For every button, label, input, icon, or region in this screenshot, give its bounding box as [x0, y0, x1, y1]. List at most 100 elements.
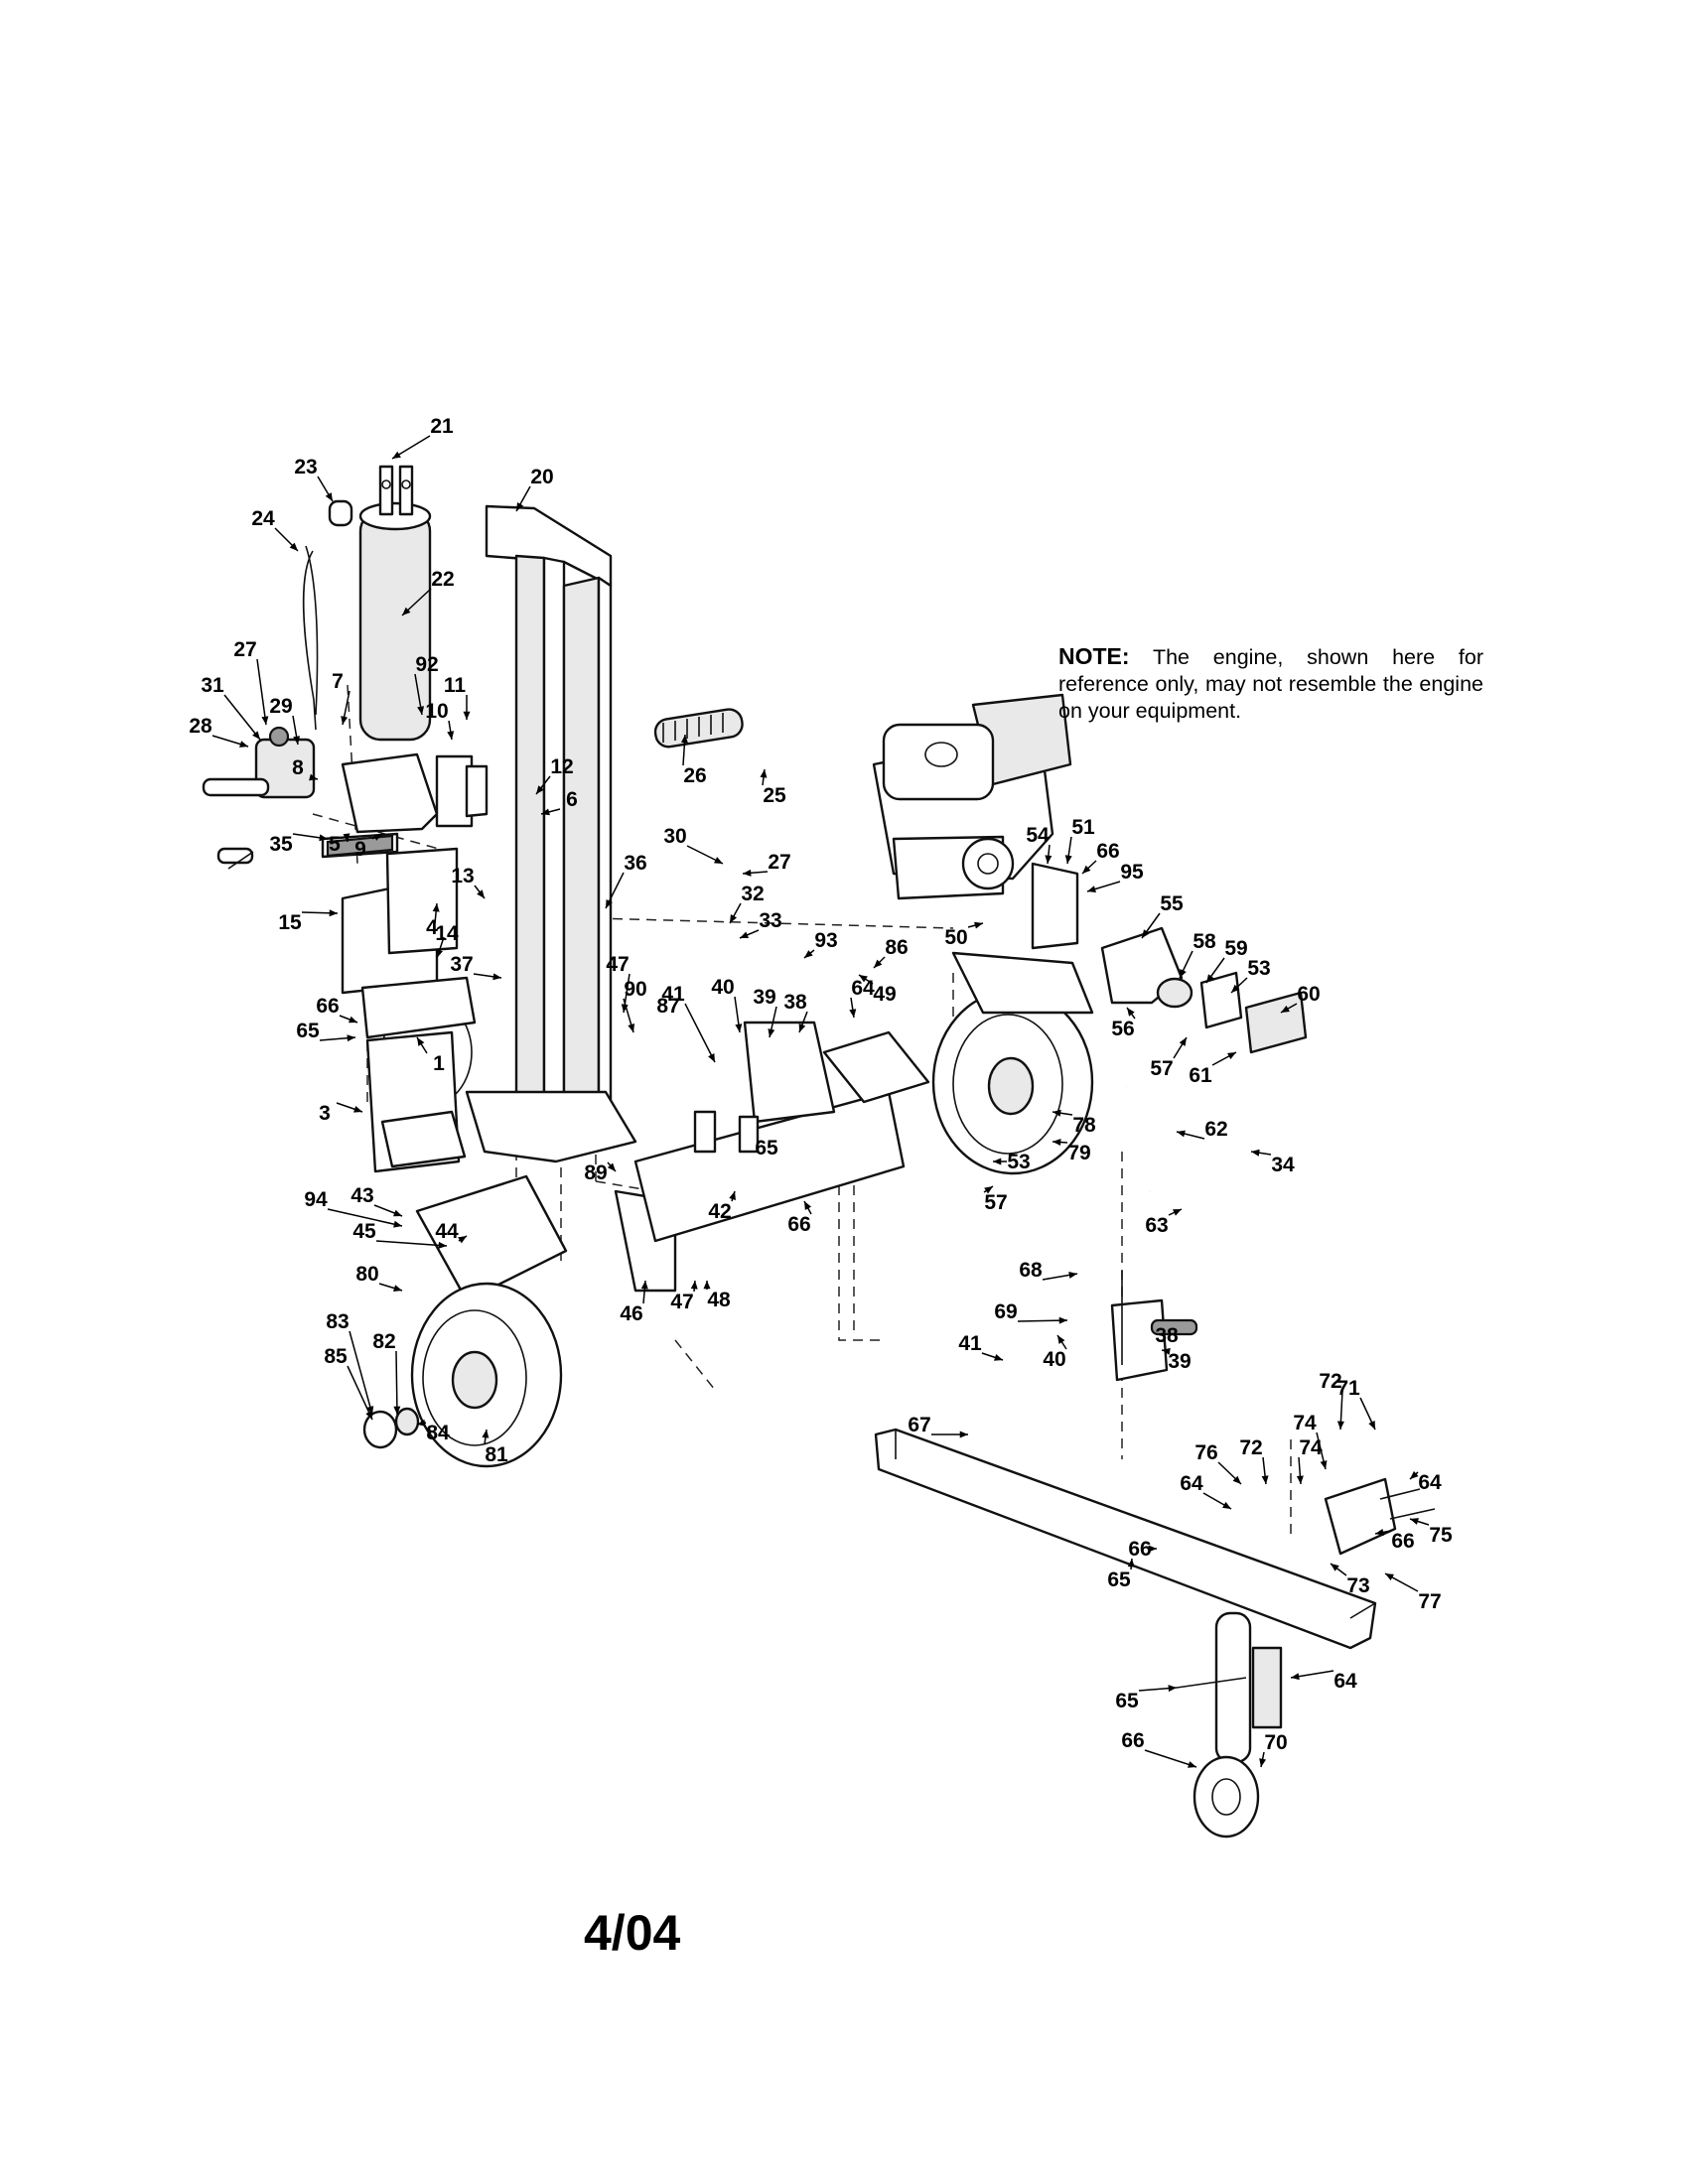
- arrowhead-58: [1180, 969, 1187, 978]
- callout-65: 65: [1107, 1569, 1131, 1591]
- callout-35: 35: [269, 833, 293, 856]
- arrowhead-66: [1148, 1545, 1157, 1553]
- arrowhead-28: [239, 741, 248, 748]
- hydraulic-line: [302, 550, 317, 731]
- callout-46: 46: [620, 1302, 642, 1325]
- arrowhead-32: [730, 914, 738, 923]
- leader-45: [375, 1240, 448, 1247]
- arrowhead-64: [1410, 1470, 1419, 1479]
- arrowhead-66: [804, 1201, 812, 1210]
- callout-64: 64: [851, 977, 875, 1000]
- arrowhead-37: [492, 973, 501, 981]
- callout-82: 82: [372, 1330, 395, 1353]
- arrowhead-95: [1087, 886, 1096, 892]
- leader-83: [349, 1330, 373, 1416]
- arrowhead-70: [1259, 1758, 1267, 1767]
- callout-59: 59: [1224, 937, 1247, 960]
- callout-72: 72: [1239, 1436, 1262, 1459]
- arrowhead-57: [984, 1186, 993, 1194]
- arrowhead-6: [541, 808, 550, 816]
- callout-92: 92: [415, 653, 438, 676]
- jack-stand: [1176, 1611, 1283, 1839]
- callout-23: 23: [294, 456, 317, 478]
- arrowhead-47: [621, 1004, 629, 1013]
- arrowhead-27: [743, 869, 752, 877]
- callout-86: 86: [885, 936, 908, 959]
- arrowhead-38: [798, 1024, 806, 1032]
- arrowhead-36: [606, 899, 613, 908]
- callout-79: 79: [1067, 1142, 1090, 1164]
- callout-73: 73: [1346, 1574, 1369, 1597]
- callout-55: 55: [1160, 892, 1184, 915]
- arrowhead-8: [309, 773, 318, 781]
- callout-43: 43: [351, 1184, 373, 1207]
- arrowhead-25: [760, 769, 768, 778]
- arrowhead-3: [353, 1105, 362, 1113]
- callout-57: 57: [1150, 1057, 1173, 1080]
- pump-assembly: [1100, 926, 1308, 1054]
- arrowhead-1: [417, 1037, 425, 1046]
- callout-31: 31: [201, 674, 224, 697]
- callout-53: 53: [1007, 1151, 1030, 1173]
- arrowhead-69: [1058, 1316, 1067, 1324]
- callout-51: 51: [1071, 816, 1095, 839]
- arrowhead-41: [994, 1354, 1003, 1361]
- arrowhead-65: [1127, 1559, 1135, 1568]
- arrowhead-5: [343, 833, 351, 842]
- callout-75: 75: [1429, 1524, 1453, 1547]
- arrowhead-66: [349, 1016, 357, 1024]
- callout-49: 49: [873, 983, 896, 1006]
- arrowhead-82: [393, 1406, 401, 1415]
- arrowhead-51: [1064, 855, 1072, 864]
- callout-64: 64: [1418, 1471, 1442, 1494]
- callout-83: 83: [326, 1310, 349, 1333]
- log-guard: [341, 847, 477, 1173]
- callout-48: 48: [707, 1289, 731, 1311]
- callout-9: 9: [354, 838, 366, 861]
- callout-85: 85: [324, 1345, 348, 1368]
- arrowhead-59: [1206, 974, 1214, 983]
- callout-94: 94: [304, 1188, 328, 1211]
- arrowhead-89: [607, 1162, 616, 1171]
- callout-71: 71: [1336, 1377, 1360, 1400]
- callout-27: 27: [768, 851, 790, 874]
- callout-7: 7: [332, 670, 344, 693]
- arrowhead-14: [432, 903, 440, 912]
- arrowhead-54: [1045, 855, 1052, 864]
- callout-58: 58: [1193, 930, 1216, 953]
- callout-10: 10: [425, 700, 448, 723]
- callout-15: 15: [278, 911, 302, 934]
- callout-76: 76: [1194, 1441, 1217, 1464]
- arrowhead-85: [365, 1411, 372, 1420]
- arrowhead-66: [1188, 1761, 1196, 1768]
- arrowhead-45: [438, 1241, 447, 1249]
- arrowhead-47: [690, 1281, 698, 1290]
- callout-41: 41: [958, 1332, 982, 1355]
- callout-67: 67: [908, 1414, 930, 1436]
- callout-5: 5: [329, 833, 341, 856]
- arrowhead-68: [1068, 1271, 1077, 1279]
- arrowhead-78: [1052, 1109, 1061, 1117]
- arrowhead-73: [1331, 1564, 1339, 1571]
- note-label: NOTE:: [1058, 643, 1130, 669]
- arrowhead-48: [703, 1281, 711, 1290]
- callout-60: 60: [1297, 983, 1320, 1006]
- arrowhead-40: [735, 1024, 743, 1032]
- callout-32: 32: [741, 883, 764, 905]
- callout-57: 57: [984, 1191, 1007, 1214]
- arrowhead-66: [1375, 1529, 1384, 1536]
- callout-26: 26: [683, 764, 706, 787]
- callout-8: 8: [292, 756, 304, 779]
- callout-4: 4: [426, 916, 438, 939]
- callout-6: 6: [566, 788, 578, 811]
- callout-69: 69: [994, 1300, 1017, 1323]
- callout-63: 63: [1145, 1214, 1168, 1237]
- callout-78: 78: [1072, 1114, 1096, 1137]
- arrowhead-72: [1336, 1421, 1344, 1430]
- arrowhead-66: [1082, 865, 1091, 874]
- right-wheel: [931, 951, 1094, 1175]
- coupler: [1324, 1477, 1436, 1556]
- arrowhead-26: [680, 735, 688, 744]
- arrowhead-20: [516, 502, 524, 511]
- callout-93: 93: [814, 929, 837, 952]
